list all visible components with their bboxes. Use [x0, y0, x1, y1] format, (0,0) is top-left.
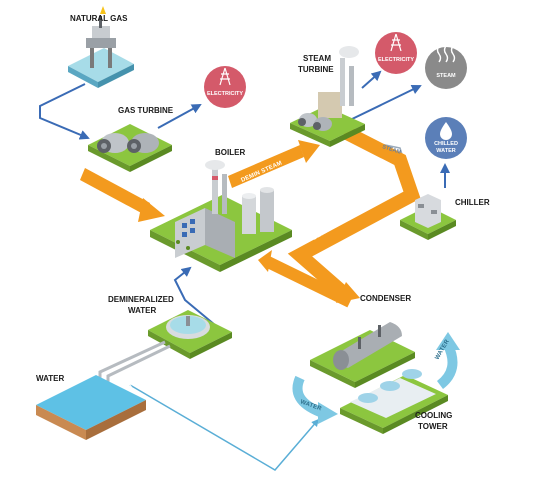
demin-to-boiler-arrow: [173, 266, 216, 326]
badge-steam-text: STEAM: [436, 73, 456, 79]
demin-steam-arrow-body: [228, 145, 304, 188]
cooling-loop-right-head: [436, 332, 460, 350]
label-chiller: CHILLER: [455, 198, 490, 207]
label-gas-turbine: GAS TURBINE: [118, 106, 174, 115]
steam-to-chiller-band: [399, 159, 406, 176]
electricity-badge-steam-turbine: ELECTRICITY: [375, 32, 417, 74]
label-water: WATER: [36, 374, 65, 383]
badge-chilled-water-text-2: WATER: [436, 148, 455, 154]
chiller-unit: [400, 194, 456, 240]
electricity-badge-gas-turbine: ELECTRICITY: [204, 66, 246, 108]
demineralized-water-unit: [98, 310, 232, 395]
badge-chilled-water-text-1: CHILLED: [434, 141, 458, 147]
steam-turbine-plant: [290, 46, 365, 147]
badge-electricity-2-text: ELECTRICITY: [378, 57, 414, 63]
orange-flows: [80, 125, 421, 308]
water-pool: [36, 375, 146, 440]
gas-to-turbine-arrow: [39, 83, 90, 140]
label-boiler: BOILER: [215, 148, 245, 157]
flow-label-steam: STEAM: [381, 144, 402, 156]
natural-gas-platform: [68, 6, 134, 88]
demin-steam-arrow-head: [298, 140, 320, 163]
steam-turbine-to-steam-arrow: [349, 84, 422, 121]
condensate-arrow-body: [265, 256, 353, 308]
label-cooling-tower-line2: TOWER: [418, 422, 448, 431]
boiler-plant: [150, 160, 292, 272]
water-drop-icon: [440, 122, 452, 140]
steam-badge: STEAM: [425, 45, 467, 89]
turbine-to-electricity-arrow: [157, 104, 202, 129]
condenser-unit: [310, 322, 415, 388]
label-demineralized-line2: WATER: [128, 306, 157, 315]
steam-out-band: [287, 125, 421, 304]
cooling-tower-unit: [340, 369, 448, 434]
power-tower-icon: [390, 33, 402, 52]
steam-wave-icon: [436, 45, 456, 63]
label-steam-turbine-line1: STEAM: [303, 54, 331, 63]
label-steam-turbine-line2: TURBINE: [298, 65, 334, 74]
power-tower-icon: [219, 67, 231, 86]
heat-arrow-head: [138, 198, 165, 222]
cooling-loop-left-head: [318, 402, 338, 424]
label-condenser: CONDENSER: [360, 294, 411, 303]
label-natural-gas: NATURAL GAS: [70, 14, 128, 23]
heat-arrow-body: [80, 168, 150, 215]
cooling-loop-left: [292, 375, 323, 417]
label-cooling-tower-line1: COOLING: [415, 411, 452, 420]
water-to-condenser-line: [129, 384, 319, 471]
badge-electricity-1-text: ELECTRICITY: [207, 91, 243, 97]
steam-turbine-to-electricity-arrow: [361, 70, 382, 89]
chilled-water-badge: CHILLED WATER: [425, 117, 467, 159]
label-demineralized-line1: DEMINERALIZED: [108, 295, 174, 304]
blue-flow-lines: [39, 70, 450, 326]
condensate-arrow-head: [258, 250, 272, 272]
gas-turbine-platform: [88, 124, 172, 172]
